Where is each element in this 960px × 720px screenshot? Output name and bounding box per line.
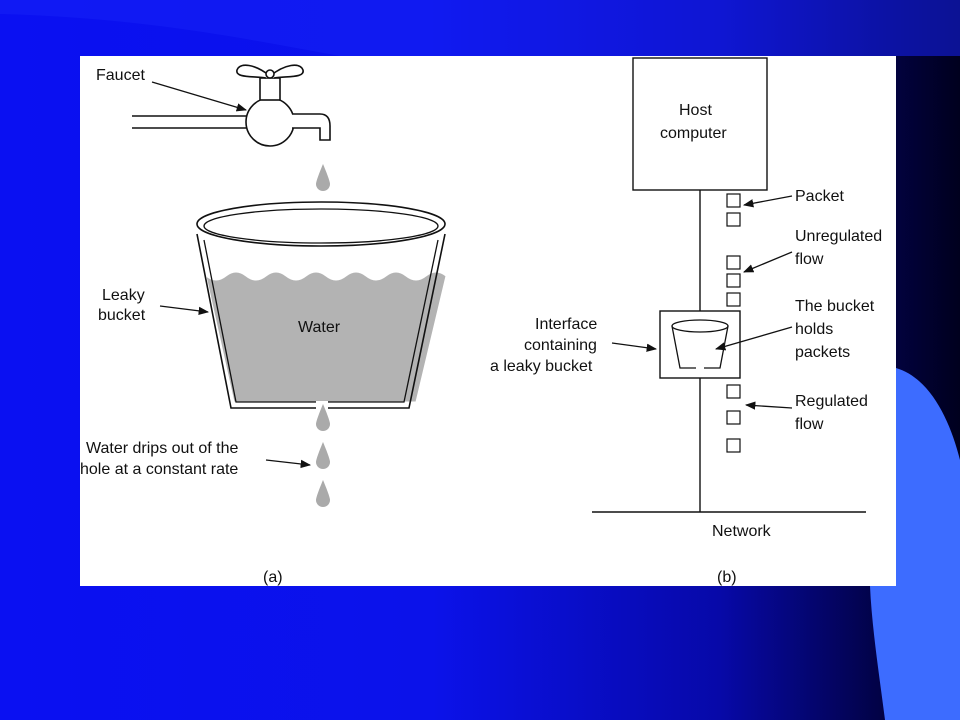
water-drop-2 xyxy=(316,442,330,469)
packet-2 xyxy=(726,212,741,227)
unregulated-label-line2: flow xyxy=(795,251,824,268)
packet-8 xyxy=(726,438,741,453)
packet-6 xyxy=(726,384,741,399)
leaky-bucket-label-line2: bucket xyxy=(98,307,146,324)
water-label: Water xyxy=(298,319,341,336)
packet-3 xyxy=(726,255,741,270)
packet-label: Packet xyxy=(795,188,844,205)
packet-1 xyxy=(726,193,741,208)
interface-arrow xyxy=(611,342,658,352)
network-label: Network xyxy=(712,523,772,540)
leaky-bucket-arrow xyxy=(159,305,210,315)
caption-b: (b) xyxy=(717,569,737,586)
water-drop-3 xyxy=(316,480,330,507)
faucet-icon xyxy=(132,64,331,147)
drips-arrow xyxy=(265,459,312,469)
water-drop-1 xyxy=(316,404,330,431)
figure-panel: Faucet Water Leaky bucket Water drips ou… xyxy=(80,56,896,586)
interface-label-line3: a leaky bucket xyxy=(490,358,593,375)
panel-a: Faucet Water Leaky bucket Water drips ou… xyxy=(80,64,447,586)
bucket-holds-label-line3: packets xyxy=(795,344,850,361)
packet-5 xyxy=(726,292,741,307)
interface-label-line1: Interface xyxy=(535,316,597,333)
interface-label-line2: containing xyxy=(524,337,597,354)
leaky-bucket-label-line1: Leaky xyxy=(102,287,145,304)
faucet-label: Faucet xyxy=(96,67,145,84)
packet-4 xyxy=(726,273,741,288)
faucet-arrow xyxy=(151,81,247,112)
leaky-bucket-diagram: Faucet Water Leaky bucket Water drips ou… xyxy=(80,57,882,586)
regulated-arrow xyxy=(744,401,793,410)
drips-label-line1: Water drips out of the xyxy=(86,440,238,457)
unregulated-arrow xyxy=(743,251,793,273)
bucket-holds-label-line1: The bucket xyxy=(795,298,875,315)
regulated-label-line1: Regulated xyxy=(795,393,868,410)
bucket-holds-label-line2: holds xyxy=(795,321,833,338)
packet-arrow xyxy=(742,195,793,208)
slide-right-accent xyxy=(870,368,960,720)
bucket-water xyxy=(205,271,447,403)
host-computer-box xyxy=(632,57,768,191)
regulated-label-line2: flow xyxy=(795,416,824,433)
slide-top-swoosh xyxy=(0,0,960,56)
host-label-line2: computer xyxy=(660,125,727,142)
packet-7 xyxy=(726,410,741,425)
drips-label-line2: hole at a constant rate xyxy=(80,461,238,478)
host-label-line1: Host xyxy=(679,102,712,119)
caption-a: (a) xyxy=(263,569,283,586)
panel-b: Host computer Network Packet Unregulated… xyxy=(490,57,882,586)
leaky-bucket xyxy=(196,201,447,409)
bucket-holds-arrow xyxy=(715,326,793,351)
water-drop-top xyxy=(316,164,330,191)
unregulated-label-line1: Unregulated xyxy=(795,228,882,245)
